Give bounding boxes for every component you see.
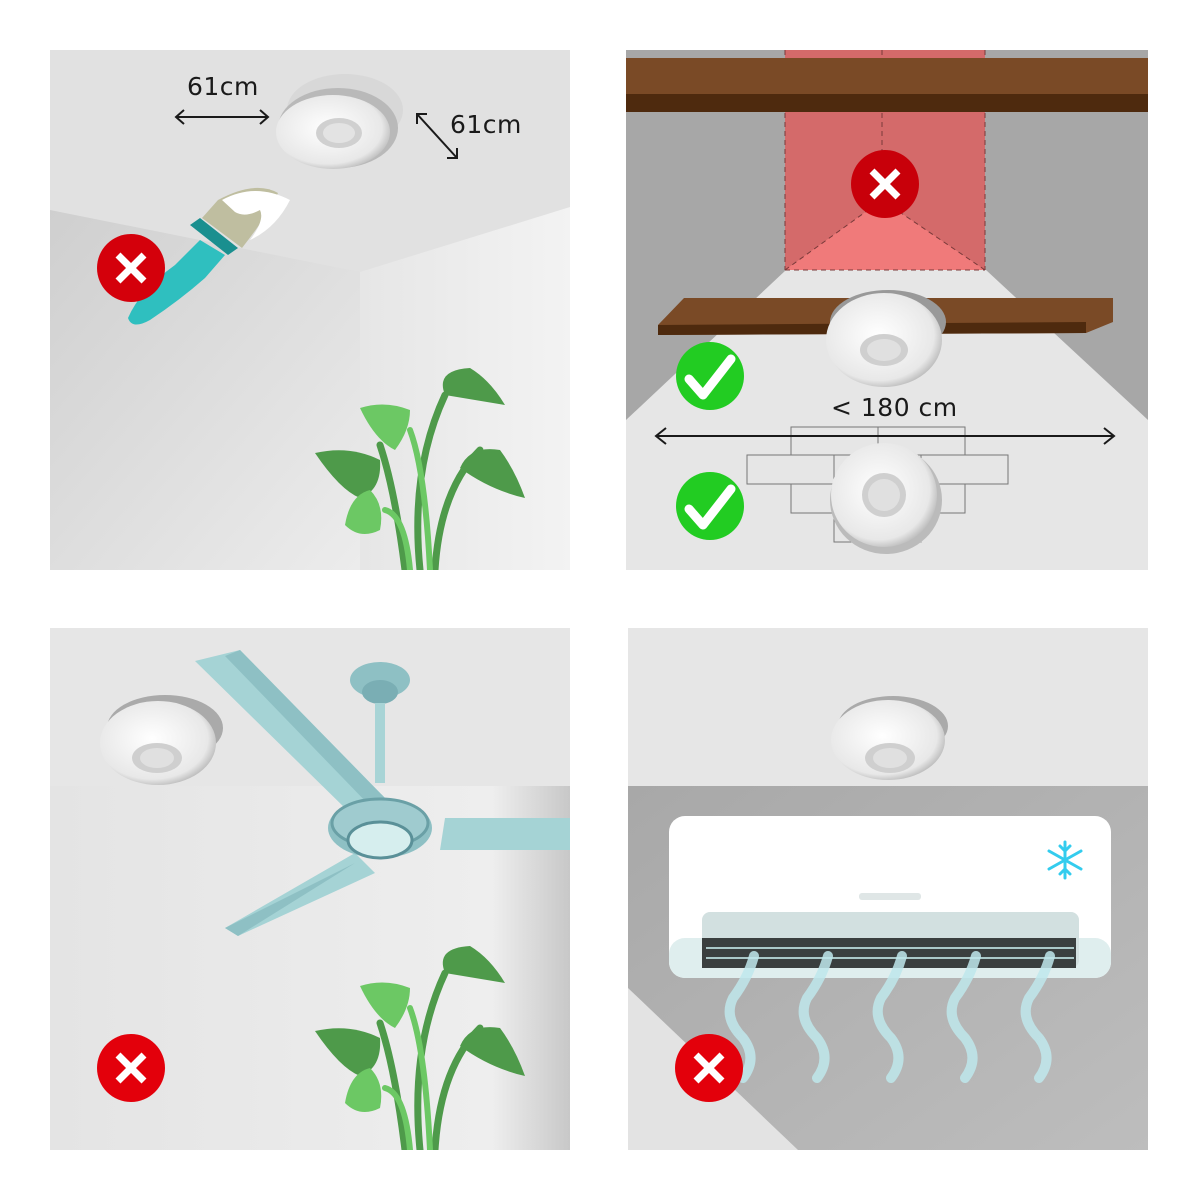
ceiling-floor <box>626 270 1148 570</box>
correct-badge-ceiling <box>675 471 745 541</box>
smoke-detector <box>276 74 403 169</box>
panel-beams: < 180 cm <box>626 50 1148 570</box>
horizontal-distance-arrow <box>174 109 270 125</box>
snowflake-icon <box>1047 840 1083 880</box>
air-conditioner-icon <box>669 816 1111 978</box>
width-arrow <box>654 427 1116 445</box>
cross-icon <box>851 150 919 218</box>
panel-ceiling-fan <box>50 628 570 1150</box>
cross-icon <box>675 1034 743 1102</box>
panel-air-conditioner <box>628 628 1148 1150</box>
diagonal-distance-arrow <box>416 113 458 159</box>
corner-scene <box>50 50 570 570</box>
width-limit-label: < 180 cm <box>831 393 958 422</box>
paintbrush-icon <box>128 187 290 325</box>
cross-icon <box>97 1034 165 1102</box>
plant-icon <box>315 368 525 570</box>
airflow <box>724 951 1055 1083</box>
ceiling-fan-icon <box>195 650 570 936</box>
ac-scene <box>628 628 1148 1150</box>
plant-icon <box>315 946 525 1150</box>
horizontal-distance-label: 61cm <box>187 72 259 101</box>
diagonal-distance-label: 61cm <box>450 110 522 139</box>
wrong-badge <box>674 1033 744 1103</box>
smoke-detector-on-beam <box>826 290 946 387</box>
check-icon <box>676 472 744 540</box>
smoke-detector <box>831 696 948 780</box>
panel-corner-distance: 61cm 61cm <box>50 50 570 570</box>
smoke-detector-on-ceiling <box>830 443 942 554</box>
smoke-detector <box>100 695 223 785</box>
upper-beam <box>626 58 1148 112</box>
check-icon <box>676 342 744 410</box>
cross-icon <box>97 234 165 302</box>
wrong-badge <box>96 1033 166 1103</box>
correct-badge-beam <box>675 341 745 411</box>
wrong-badge <box>850 149 920 219</box>
wrong-badge <box>96 233 166 303</box>
